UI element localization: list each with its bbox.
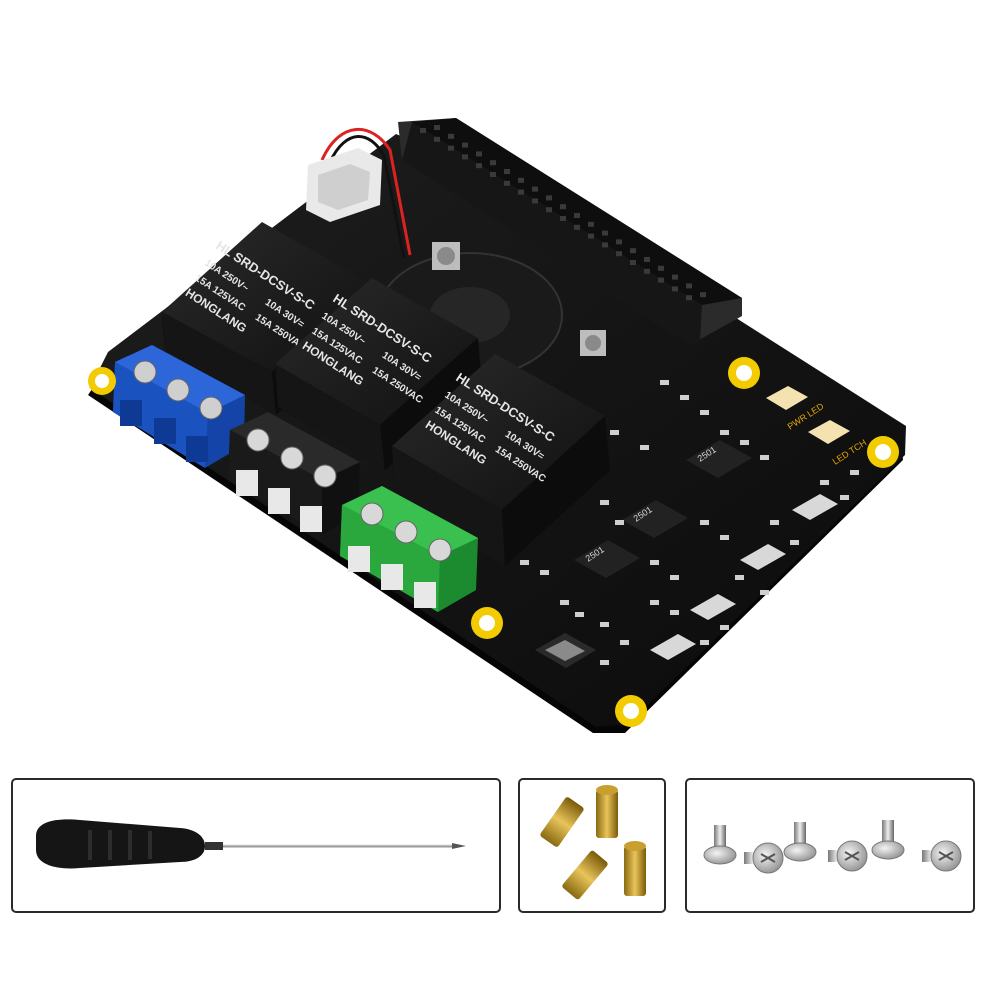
header-pin bbox=[476, 163, 482, 169]
smd-part bbox=[620, 640, 629, 645]
header-pin bbox=[616, 239, 622, 245]
header-pin bbox=[658, 277, 664, 283]
inductor bbox=[535, 633, 596, 668]
accessory-standoffs bbox=[518, 778, 666, 913]
screw bbox=[703, 825, 737, 865]
header-pin bbox=[448, 133, 454, 139]
header-pin bbox=[644, 268, 650, 274]
smd-part bbox=[520, 560, 529, 565]
tactile-buttons bbox=[432, 242, 606, 356]
smd-part bbox=[670, 610, 679, 615]
header-pin bbox=[602, 242, 608, 248]
header-pin bbox=[518, 189, 524, 195]
smd-part bbox=[615, 520, 624, 525]
slide-switches bbox=[650, 494, 838, 660]
header-pin bbox=[686, 295, 692, 301]
header-pin bbox=[588, 221, 594, 227]
header-pin bbox=[434, 136, 440, 142]
gpio-header bbox=[398, 118, 742, 345]
smd-part bbox=[720, 430, 729, 435]
header-pin bbox=[476, 151, 482, 157]
smd-part bbox=[700, 410, 709, 415]
screw bbox=[871, 820, 905, 860]
smd-part bbox=[670, 575, 679, 580]
smd-part bbox=[680, 395, 689, 400]
smd-part bbox=[720, 535, 729, 540]
header-pin bbox=[630, 260, 636, 265]
header-pin bbox=[686, 283, 692, 289]
screw bbox=[828, 840, 868, 872]
smd-part bbox=[790, 540, 799, 545]
smd-part bbox=[540, 570, 549, 575]
header-pin bbox=[462, 154, 468, 160]
fan-connector bbox=[306, 127, 412, 259]
screw-icon bbox=[703, 820, 962, 874]
header-pin bbox=[420, 128, 426, 133]
smd-part bbox=[600, 622, 609, 627]
smd-part bbox=[700, 520, 709, 525]
smd-components bbox=[520, 380, 859, 665]
header-pin bbox=[574, 213, 580, 218]
smd-part bbox=[760, 590, 769, 595]
relay-3: HL SRD-DCSV-S-C 10A 250V~ 10A 30V= 15A 1… bbox=[392, 354, 610, 566]
header-pin bbox=[658, 265, 664, 271]
header-pin bbox=[574, 224, 580, 230]
header-pin bbox=[672, 274, 678, 280]
smd-part bbox=[575, 612, 584, 617]
smd-part bbox=[660, 380, 669, 385]
header-pin bbox=[546, 195, 552, 201]
smd-part bbox=[560, 600, 569, 605]
header-pin bbox=[518, 177, 524, 183]
smd-part bbox=[840, 495, 849, 500]
header-pin bbox=[532, 198, 538, 204]
smd-part bbox=[820, 480, 829, 485]
smd-part bbox=[720, 625, 729, 630]
header-pin bbox=[644, 257, 650, 262]
smd-part bbox=[770, 520, 779, 525]
smd-part bbox=[600, 500, 609, 505]
header-pin bbox=[602, 230, 608, 236]
header-pin bbox=[672, 286, 678, 292]
smd-part bbox=[735, 575, 744, 580]
header-pin bbox=[588, 233, 594, 239]
terminal-block-black bbox=[228, 412, 360, 535]
smd-part bbox=[610, 430, 619, 435]
header-pin bbox=[532, 186, 538, 192]
smd-part bbox=[850, 470, 859, 475]
accessory-screws bbox=[685, 778, 975, 913]
header-pin bbox=[616, 251, 622, 257]
smd-part bbox=[700, 640, 709, 645]
smd-part bbox=[640, 445, 649, 450]
accessory-screwdriver bbox=[11, 778, 501, 913]
brass-standoff-icon bbox=[540, 785, 646, 900]
smd-part bbox=[650, 560, 659, 565]
screw bbox=[922, 840, 962, 872]
header-pin bbox=[504, 180, 510, 186]
screwdriver-icon bbox=[36, 819, 466, 869]
header-pin bbox=[434, 125, 440, 130]
header-pin bbox=[546, 207, 552, 213]
terminal-block-blue bbox=[113, 345, 245, 468]
header-pin bbox=[700, 292, 706, 298]
screw bbox=[783, 822, 817, 862]
terminal-block-green bbox=[340, 486, 478, 612]
header-pin bbox=[490, 172, 496, 177]
smd-part bbox=[740, 440, 749, 445]
header-pin bbox=[490, 160, 496, 166]
header-pin bbox=[448, 145, 454, 151]
header-pin bbox=[560, 204, 566, 210]
header-pin bbox=[630, 248, 636, 254]
smd-part bbox=[760, 455, 769, 460]
header-pin bbox=[560, 216, 566, 221]
header-pin bbox=[504, 169, 510, 174]
smd-part bbox=[650, 600, 659, 605]
screw bbox=[744, 842, 784, 874]
smd-part bbox=[600, 660, 609, 665]
header-pin bbox=[462, 142, 468, 148]
mounting-holes bbox=[88, 357, 899, 727]
